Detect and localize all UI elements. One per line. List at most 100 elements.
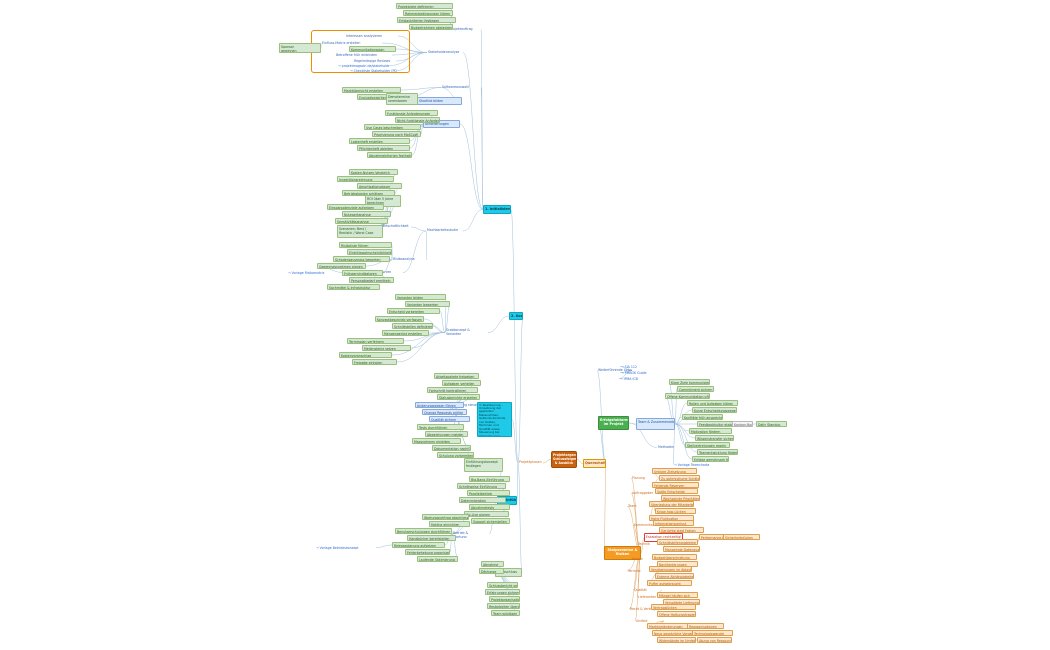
mindmap-node[interactable]: Benutzerschulungen durchführen [395,528,452,534]
mindmap-node[interactable]: Einsparpotenziale aufzeigen [327,204,384,210]
mindmap-node[interactable]: Go-Live planen [464,511,509,517]
mindmap-node[interactable]: Personalbedarf ermitteln [349,277,394,283]
mindmap-node[interactable]: Fehlende Reserven [652,482,699,488]
subtopic-label[interactable]: Planung [632,475,645,480]
mindmap-node[interactable]: Neue gesetzliche Vorgaben [652,630,697,636]
mindmap-node[interactable]: Wissenstransfer sichern [695,435,734,441]
mindmap-node[interactable]: Varianten bewerten [405,301,450,307]
subtopic-label[interactable]: Auftraggeber [632,490,654,495]
hyperlink-node[interactable]: → Vorlage Teamcharta [674,462,710,467]
main-topic[interactable]: Erfolgsfaktoren im Projekt [598,416,629,430]
subtopic-label[interactable]: Softwareauswahl [442,84,470,89]
mindmap-node[interactable]: Change Requests prüfen [422,409,467,415]
mindmap-node[interactable]: Zu optimistische Schätzung [659,475,700,481]
mindmap-node[interactable]: Motivation fördern [689,428,732,434]
mindmap-node[interactable]: Datenmigration [459,497,506,503]
hyperlink-node[interactable]: → IPMA ICB [620,376,638,381]
mindmap-node[interactable]: Erfahrungen sichern (Lessons Learned) [485,589,520,595]
mindmap-node[interactable]: Wechselnde Prioritäten [661,495,700,501]
mindmap-node[interactable]: Entscheid vorbereiten [387,308,440,314]
subtopic-label[interactable]: Weiterführende Links [598,367,632,372]
mindmap-node[interactable]: Technologiewandel [692,630,733,636]
mindmap-node[interactable]: Know-how-Lücken [655,508,696,514]
mindmap-node[interactable]: Unklare Zielsetzung [652,468,697,474]
mindmap-node[interactable]: Daily Standup [756,421,787,427]
mindmap-node[interactable]: Erfolge gemeinsam feiern [692,456,729,462]
mindmap-node[interactable]: Parallelbetrieb [467,490,510,496]
mindmap-node[interactable]: Fortschritt kontrollieren [427,387,478,393]
subtopic-label[interactable]: Wirtschaftlichkeit [381,223,409,228]
subtopic-label[interactable]: Recht & Verträge [630,606,658,611]
subtopic-label[interactable]: Technik [638,541,650,546]
mindmap-node[interactable]: Anforderungen [423,120,460,128]
mindmap-node[interactable]: Funktionale Anforderungen [385,110,438,116]
mindmap-node[interactable]: Massnahmen einleiten [412,438,461,444]
mindmap-node[interactable]: Offene Kommunikation pflegen [665,393,710,399]
mindmap-node[interactable]: Teamentwicklung fördern [697,449,738,455]
mindmap-node[interactable]: Qualität sichern [429,416,470,422]
mindmap-node[interactable]: Späte Entscheide [655,488,698,494]
mindmap-node[interactable]: Budgetüberschreitung [652,554,697,560]
subtopic-label[interactable]: Kosten [632,556,643,561]
mindmap-node[interactable]: Abnahmetests [469,504,510,510]
subtopic-label[interactable]: Lieferanten [638,594,657,599]
mindmap-node[interactable]: Wartungsvertrag abschliessen [422,514,469,520]
mindmap-node[interactable]: Sicherheitslücken [723,534,760,540]
mindmap-node[interactable]: Releaseplanung aufsetzen [392,542,445,548]
mindmap-node[interactable]: Kosten-Nutzen-Vergleich [349,169,398,175]
subtopic-label[interactable]: Risikoanalyse [393,256,415,261]
mindmap-node[interactable]: Informationsverlust [653,520,694,526]
mindmap-node[interactable]: Restarbeiten übergeben [487,603,520,609]
subtopic-label[interactable]: Umfeld [636,618,648,623]
mindmap-node[interactable]: Big-Bang-Einführung [469,476,510,482]
mindmap-node[interactable]: Meilensteine setzen [362,345,411,351]
mindmap-node[interactable]: Budgetrahmen abstecken [409,24,453,30]
mindmap-node[interactable]: Décharge [479,568,504,574]
mindmap-node[interactable]: Szenarien: Best / Realistic / Worst Case [337,225,383,238]
central-topic[interactable]: Projektorganisation Schlussfolgerung & A… [551,451,577,468]
subtopic-label[interactable]: Qualität [634,587,647,592]
mindmap-node[interactable]: Mangelnde Datenqualität [663,546,700,552]
mindmap-node[interactable]: Schrittweise Einführung [457,483,506,489]
mindmap-node[interactable]: Projektorganisation auflösen [489,596,520,602]
mindmap-node[interactable]: Projektziele definieren [396,3,453,9]
subtopic-label[interactable]: Einfluss-Matrix erstellen [322,40,361,45]
subtopic-label[interactable]: Termine [628,568,641,573]
main-topic[interactable]: Stolpersteine & Risiken [604,546,641,560]
mindmap-node[interactable]: Arbeitspakete freigeben [434,373,479,379]
hyperlink-node[interactable]: → Vorlage Betriebskonzept [316,545,359,550]
mindmap-node[interactable]: Reorganisationen [687,623,724,629]
mindmap-node[interactable]: Fehlerbehebung organisieren [405,549,450,555]
mindmap-node[interactable]: Kanban-Board [732,421,753,427]
mindmap-node[interactable]: Risikoliste führen [339,242,392,248]
main-topic[interactable]: 2. Konzept [509,312,523,320]
mindmap-node[interactable]: Widerstände im Umfeld [657,637,696,643]
mindmap-node[interactable]: Frühwarnindikatoren [342,270,383,276]
mindmap-node[interactable]: Marktübersicht erstellen [342,87,401,93]
mindmap-node[interactable]: Handbücher bereitstellen [407,535,456,541]
mindmap-node[interactable]: Priorisierung nach MoSCoW [372,131,421,137]
hyperlink-node[interactable]: → PMBOK Guide [621,370,647,375]
mindmap-node[interactable]: Stellvertretungen regeln [685,442,730,448]
subtopic-label[interactable]: Projektphasen [519,459,542,464]
mindmap-node[interactable]: Sachmittel & Infrastruktur [327,284,380,290]
mindmap-node[interactable]: Abnahme [481,561,504,567]
mindmap-node[interactable]: Einführungskonzept festlegen [464,458,503,472]
mindmap-node[interactable]: Abnahmekriterien festhalten [367,152,412,158]
mindmap-node[interactable]: Verzögerungen im Ablauf [649,566,692,572]
subtopic-label[interactable]: Betroffene früh einbinden [336,52,378,57]
mindmap-node[interactable]: Nutzwertanalyse [342,211,391,217]
mindmap-node[interactable]: Eintrittswahrscheinlichkeit [347,249,392,255]
hyperlink-node[interactable]: → Vorlage Risikomatrix [288,270,325,275]
mindmap-node[interactable]: Team würdigen [491,610,520,616]
mindmap-node[interactable]: Kommunikationsplan [349,46,396,52]
mindmap-node[interactable]: Rollen und Aufgaben klären [687,400,738,406]
mindmap-node[interactable]: Schnittstellen definieren [392,323,433,329]
mindmap-node[interactable]: Kurze Entscheidungswege [692,407,737,413]
subtopic-label[interactable]: Machbarkeitsstudie [427,227,459,232]
mindmap-node[interactable]: Schnittstellenprobleme [657,539,698,545]
mindmap-node[interactable]: Kostenvoranschlag [339,352,392,358]
mindmap-node[interactable]: Aufgaben verteilen [442,380,481,386]
mindmap-node[interactable]: Support sicherstellen [471,518,510,524]
mindmap-node[interactable]: Statusberichte erstellen [437,394,480,400]
